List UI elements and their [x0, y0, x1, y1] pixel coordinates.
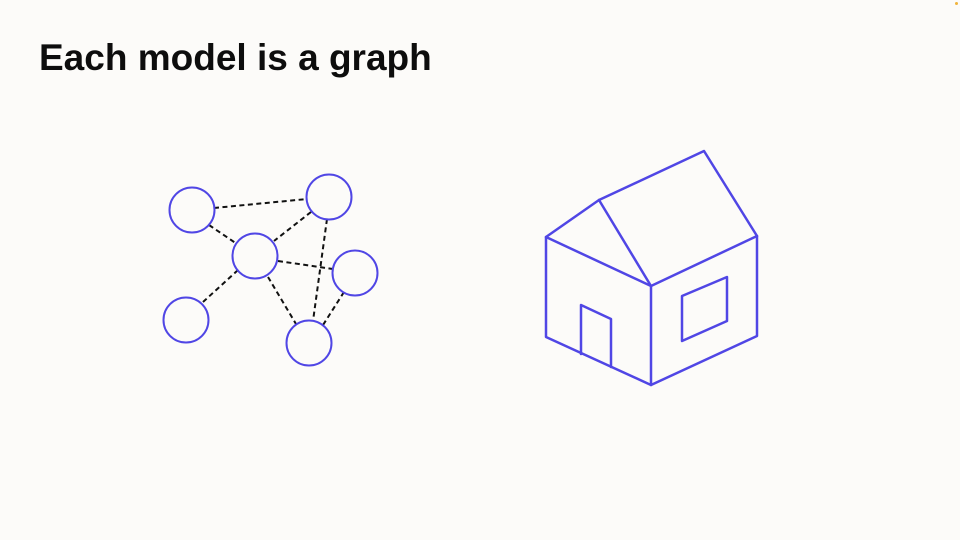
- graph-node: [231, 232, 279, 280]
- graph-edge: [322, 291, 345, 326]
- graph-node: [162, 296, 210, 344]
- house-icon: [544, 149, 759, 387]
- graph-node: [331, 249, 379, 297]
- graph-edge: [213, 198, 308, 209]
- house-door: [579, 303, 613, 369]
- graph-edge: [312, 218, 328, 322]
- graph-edges: [202, 198, 345, 326]
- graph-nodes: [162, 173, 379, 367]
- graph-node: [285, 319, 333, 367]
- graph-node: [305, 173, 353, 221]
- graph-node: [168, 186, 216, 234]
- graph-edge: [208, 224, 238, 245]
- graph-edge: [267, 276, 297, 325]
- graph-edge: [277, 260, 334, 270]
- graph-edge: [273, 211, 312, 242]
- slide-title: Each model is a graph: [39, 37, 432, 78]
- graph-diagram: [162, 173, 379, 367]
- graph-edge: [202, 269, 239, 303]
- house-roof-ridge: [597, 198, 653, 288]
- corner-marker: [955, 2, 958, 5]
- house-window: [680, 275, 729, 343]
- house-roof: [544, 149, 759, 288]
- house-left-wall: [544, 235, 653, 387]
- house-right-wall: [649, 234, 759, 387]
